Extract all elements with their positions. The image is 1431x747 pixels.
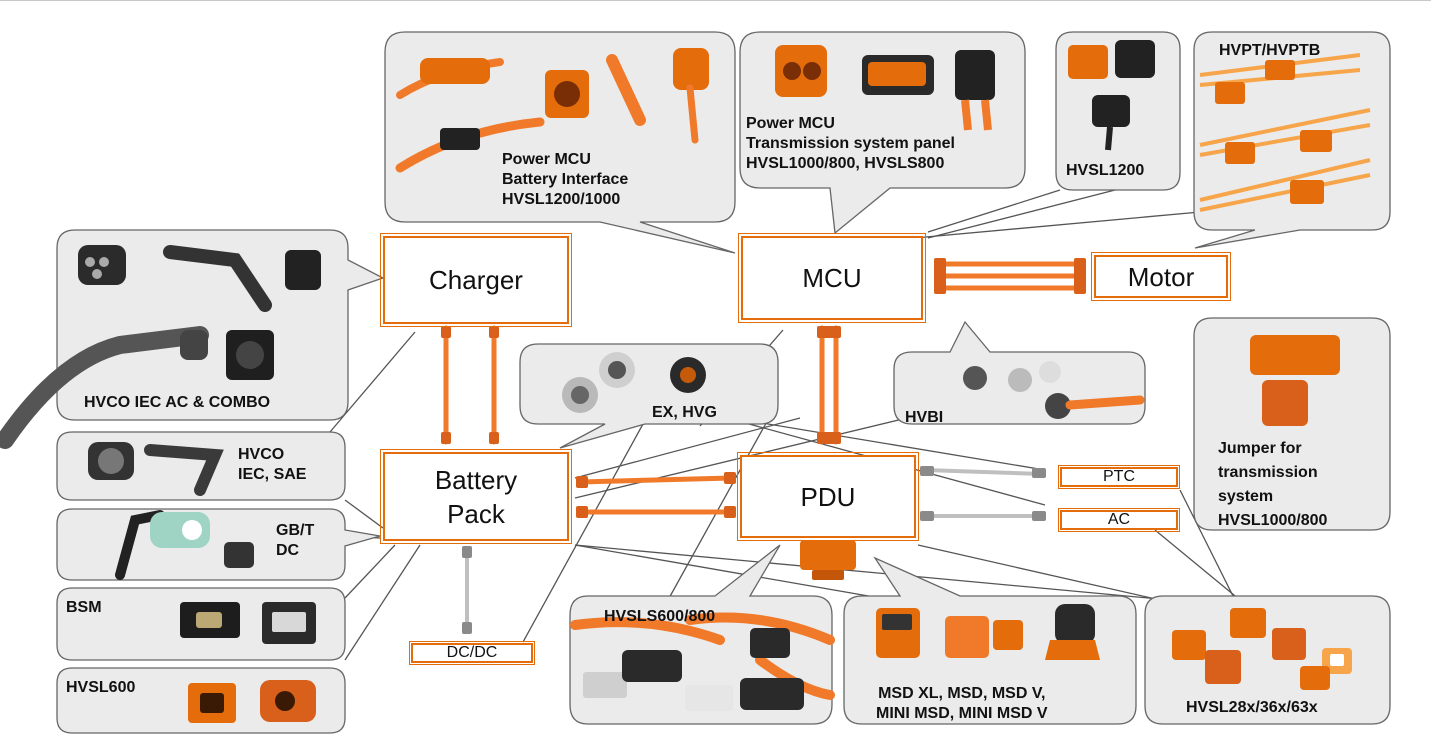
motor-block: Motor: [1091, 252, 1231, 301]
bubble-msd: [843, 556, 1137, 725]
ptc-block: PTC: [1058, 465, 1180, 489]
hvco-sae-label: HVCO IEC, SAE: [238, 446, 307, 483]
msd-label: MSD XL, MSD, MSD V, MINI MSD, MINI MSD V: [876, 685, 1048, 722]
battery-pack-block: Battery Pack: [380, 449, 572, 544]
msd-connectors-icon: [876, 604, 1100, 660]
gbt-label: GB/T DC: [276, 522, 315, 559]
hvsl28x-label: HVSL28x/36x/63x: [1186, 699, 1318, 716]
top-divider: [0, 0, 1431, 1]
pdu-msd-connector-icon: [800, 540, 856, 580]
gbt-plugs-icon: [115, 510, 254, 580]
hvsl1200-connectors-icon: [1068, 40, 1155, 151]
bsm-connectors-icon: [180, 602, 316, 644]
ex-hvg-label: EX, HVG: [652, 404, 717, 421]
pdu-block: PDU: [737, 452, 919, 541]
bubble-ex-hvg: [519, 343, 779, 449]
power-mcu-panel-label: Power MCU Transmission system panel HVSL…: [746, 115, 955, 172]
hvsl1200-label: HVSL1200: [1066, 162, 1145, 179]
power-mcu-battery-label: Power MCU Battery Interface HVSL1200/100…: [502, 151, 629, 208]
dcdc-block: DC/DC: [409, 641, 535, 665]
bsm-label: BSM: [66, 599, 102, 616]
hvsl28x-connectors-icon: [1172, 608, 1352, 690]
power-mcu-panel-connectors-icon: [775, 45, 995, 131]
hvpt-terminals-icon: [1199, 53, 1371, 212]
hvsls-label: HVSLS600/800: [604, 608, 716, 625]
hvsl600-label: HVSL600: [66, 679, 136, 696]
jumper-connectors-icon: [1250, 335, 1340, 426]
ac-block: AC: [1058, 508, 1180, 532]
hvco-sae-plugs-icon: [88, 442, 224, 496]
hvpt-label: HVPT/HVPTB: [1219, 42, 1321, 59]
hvsls-connectors-icon: [570, 612, 835, 711]
charger-block: Charger: [380, 233, 572, 327]
mcu-block: MCU: [738, 233, 926, 323]
hvco-ac-combo-label: HVCO IEC AC & COMBO: [84, 394, 271, 411]
power-mcu-battery-connectors-icon: [395, 48, 709, 173]
hvbi-label: HVBI: [905, 409, 944, 426]
hvbi-connectors-icon: [963, 361, 1145, 419]
bubble-power-mcu-battery: [384, 31, 736, 254]
bubble-hvsl28x: [1144, 595, 1391, 725]
charging-plugs-icon: [0, 245, 321, 449]
jumper-label: Jumper for transmission system HVSL1000/…: [1218, 440, 1328, 529]
hvsl600-connectors-icon: [188, 680, 316, 723]
ex-hvg-connectors-icon: [562, 352, 706, 413]
